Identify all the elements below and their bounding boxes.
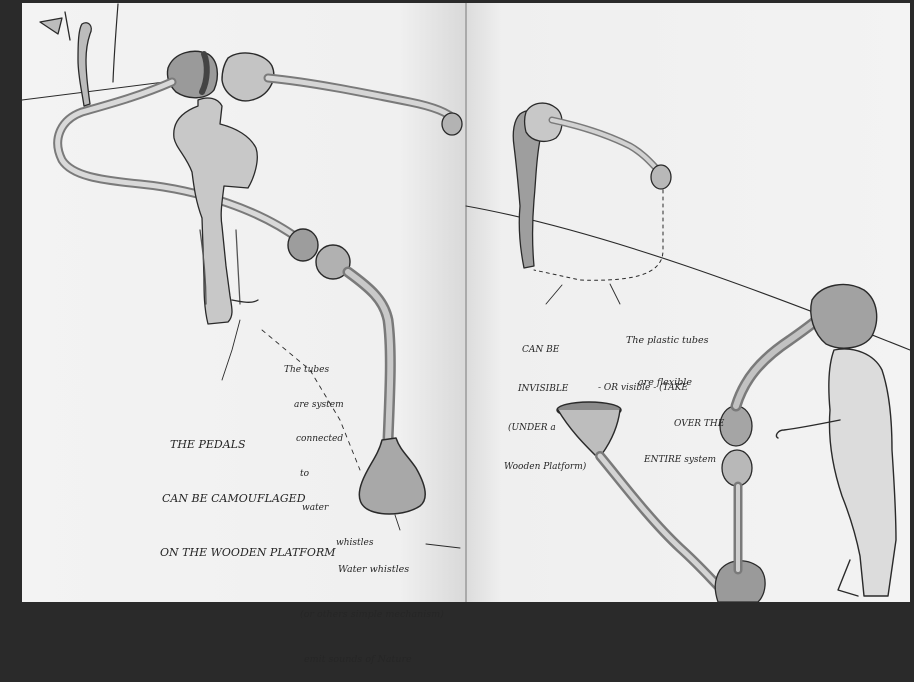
- note-line: The tubes: [284, 365, 373, 377]
- note-line: INVISIBLE: [504, 383, 586, 396]
- note-line: CAN BE CAMOUFLAGED: [160, 490, 336, 508]
- note-line: ENTIRE system: [598, 454, 724, 466]
- note-line: Wooden Platform): [504, 461, 586, 474]
- note-line: (UNDER a: [504, 422, 586, 435]
- note-invisible: CAN BE INVISIBLE (UNDER a Wooden Platfor…: [504, 318, 586, 487]
- note-line: emit sounds of Nature: [300, 652, 444, 667]
- note-line: CAN BE: [504, 344, 586, 357]
- note-line: The plastic tubes: [626, 334, 708, 348]
- note-line: Water whistles: [300, 562, 444, 577]
- note-line: - OR visible - (TAKE: [598, 382, 724, 394]
- sketchbook-spread: [0, 0, 914, 602]
- note-line: OVER THE: [598, 418, 724, 430]
- note-water-whistles: Water whistles (or others simple mechani…: [300, 532, 444, 682]
- note-visible-system: - OR visible - (TAKE OVER THE ENTIRE sys…: [598, 358, 724, 478]
- note-line: THE PEDALS: [160, 436, 336, 454]
- note-line: (or others simple mechanism): [300, 607, 444, 622]
